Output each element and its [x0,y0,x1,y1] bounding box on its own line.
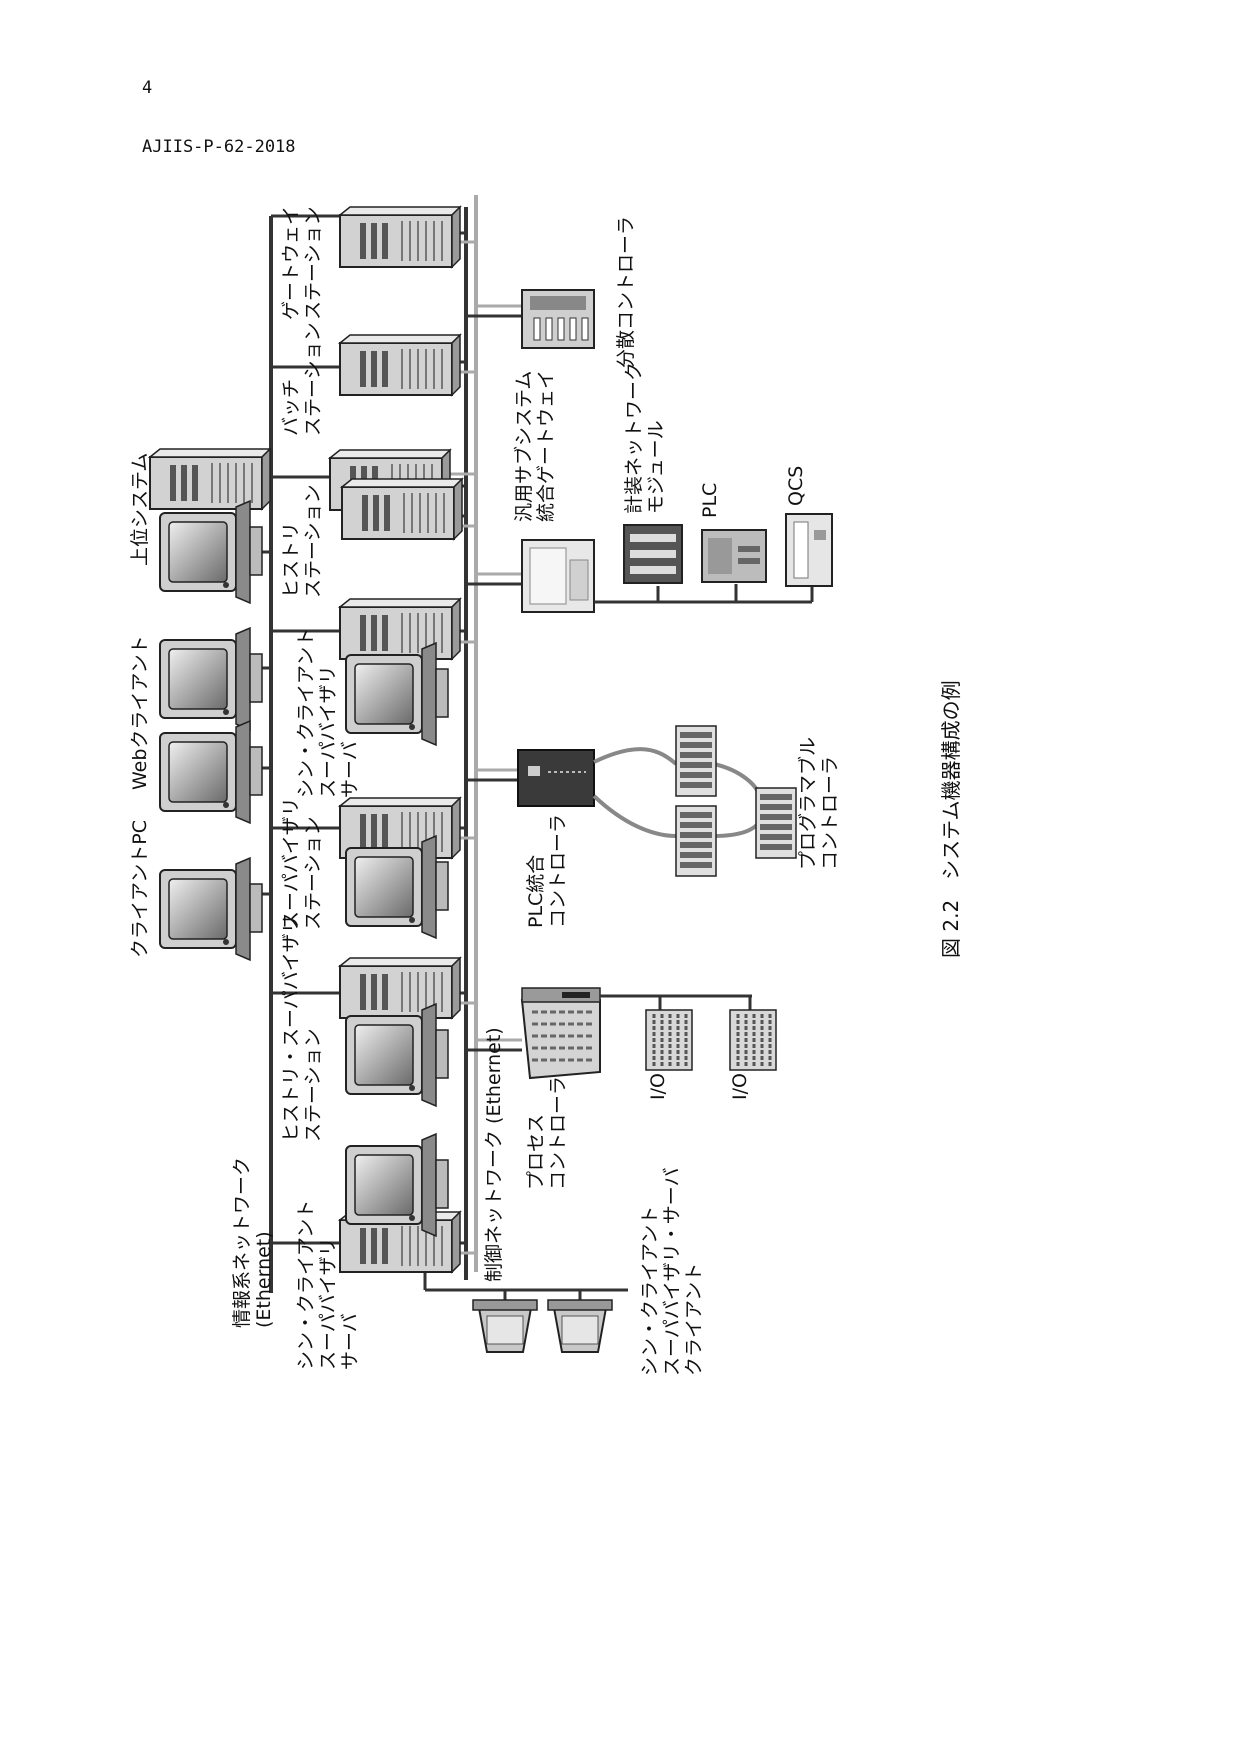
web-client-monitor-2 [159,720,263,824]
batch-station-label: バッチステーション [280,322,324,436]
general-gateway-label: 汎用サブシステム統合ゲートウェイ [512,370,557,522]
figure-caption: 図 2.2 システム機器構成の例 [939,680,963,958]
plc-integrated-label: PLC統合コントローラ [525,814,569,928]
history-supervisory-server [339,957,461,1019]
io-rack-2 [728,1008,778,1072]
supervisory-station-label: スーパバイザリステーション [280,797,324,930]
plc-integrated-controller-device [517,749,595,807]
client-pc-label: クライアントPC [129,820,151,958]
io-bus [600,994,752,1010]
distributed-controller-device [521,289,595,349]
history-supervisory-label: ヒストリ・スーパバイザリステーション [280,914,324,1142]
thin-server-2-monitor [345,642,449,746]
page-number: 4 [142,78,153,98]
process-controller-label: プロセスコントローラ [525,1076,569,1190]
plc-device [701,529,767,583]
thin-server-1-label: シン・クライアントスーパバイザリサーバ [295,1200,361,1370]
general-subsystem-gateway-device [521,539,595,613]
thin-server-2 [339,598,461,660]
control-network-label: 制御ネットワーク (Ethernet) [483,1027,505,1282]
qcs-device [785,513,833,587]
thin-server-1-monitor [345,1133,449,1237]
upper-system-server [149,448,271,510]
thin-clients-label: シン・クライアントスーパバイザリ・サーバクライアント [639,1167,705,1376]
thin-client-terminal-2 [547,1299,613,1353]
batch-station-server [339,334,461,396]
process-controller-device [520,987,601,1080]
history-supervisory-monitor [345,1003,449,1107]
upper-system-monitor [159,500,263,604]
distributed-controller-label: 分散コントローラ [615,216,637,368]
instrument-module-label: 計装ネットワークモジュール [623,362,667,514]
programmable-controller-2 [675,805,717,877]
thin-server-2-label: シン・クライアントスーパバイザリサーバ [295,628,361,798]
controller-stubs-dark [466,314,522,1052]
plc-label: PLC [699,483,721,518]
document-id: AJIIS-P-62-2018 [142,137,296,157]
programmable-controller-label: プログラマブルコントローラ [796,737,841,870]
history-station-label: ヒストリステーション [280,484,324,598]
io-1-label: I/O [647,1073,669,1100]
client-pc-monitor [159,857,263,961]
web-client-label: Webクライアント [129,635,151,790]
supervisory-station-monitor [345,835,449,939]
programmable-controller-3 [755,787,797,859]
io-rack-1 [644,1008,694,1072]
qcs-label: QCS [785,466,807,506]
programmable-controller-1 [675,725,717,797]
gateway-station-label: ゲートウェイステーション [280,206,324,320]
subsystem-bus [594,584,814,604]
web-client-monitor-1 [159,627,263,731]
upper-system-label: 上位システム [129,453,151,566]
gateway-station-server [339,206,461,268]
info-network-label: 情報系ネットワーク(Ethernet) [231,1157,275,1328]
instrument-network-module-device [623,524,683,584]
thin-client-terminal-1 [472,1299,538,1353]
history-station-server-2 [341,478,463,540]
io-2-label: I/O [729,1073,751,1100]
